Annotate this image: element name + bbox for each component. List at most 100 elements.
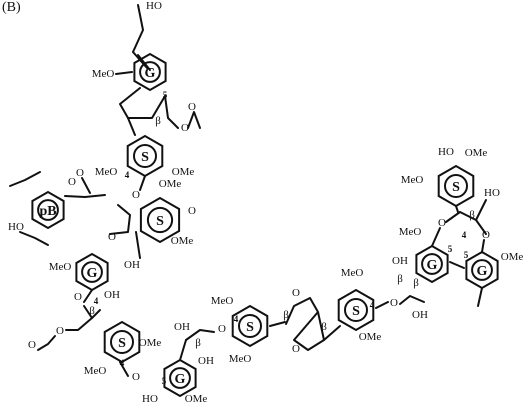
oxygen-label: O <box>181 122 189 134</box>
methoxy-label: MeO <box>84 365 107 377</box>
central-s-ring <box>231 304 269 348</box>
panel-label: (B) <box>2 0 21 15</box>
right-g-right-ring-aromatic <box>471 259 493 281</box>
bond <box>135 231 141 259</box>
methoxy-label: OMe <box>185 393 208 405</box>
methoxy-label: MeO <box>49 261 72 273</box>
oxygen-label: O <box>132 189 140 201</box>
right-s-ring <box>337 288 375 332</box>
right-s-ring-aromatic <box>344 298 368 322</box>
methoxy-label: OMe <box>159 178 182 190</box>
beta-label: β <box>413 277 419 289</box>
bottom-g-ring <box>163 358 197 398</box>
position-label: 5 <box>464 250 469 260</box>
bottom-g-unit-label: G <box>175 372 186 387</box>
bond <box>64 194 106 198</box>
bond <box>323 325 341 341</box>
lower-left-s-ring <box>103 320 141 364</box>
oxygen-label: O <box>218 323 226 335</box>
beta-label: β <box>195 337 201 349</box>
bond <box>431 227 441 247</box>
bond <box>187 111 201 129</box>
middle-g-ring-aromatic <box>81 261 103 283</box>
oxygen-label: O <box>292 287 300 299</box>
quinone-s-ring <box>139 196 181 244</box>
quinone-s-ring-aromatic <box>146 206 174 234</box>
central-s-unit-label: S <box>246 320 254 335</box>
oxygen-label: O <box>390 297 398 309</box>
bond <box>185 329 215 341</box>
methoxy-label: OMe <box>171 235 194 247</box>
central-s-ring-aromatic <box>238 314 262 338</box>
top-g-unit-label: G <box>145 66 156 81</box>
position-label: 4 <box>94 296 99 306</box>
position-label: 5 <box>162 376 167 386</box>
right-s-unit-label: S <box>352 304 360 319</box>
bottom-g-ring-aromatic <box>169 367 191 389</box>
bond <box>9 171 41 187</box>
position-label: 4 <box>120 358 125 368</box>
hydroxyl-label: HO <box>142 393 158 405</box>
bond <box>455 205 459 213</box>
hydroxyl-label: OH <box>198 355 214 367</box>
upper-s-ring-aromatic <box>133 144 157 168</box>
right-g-left-ring-aromatic <box>421 253 443 275</box>
top-g-ring <box>133 52 167 92</box>
bond <box>83 289 93 303</box>
bond <box>449 261 465 269</box>
methoxy-label: OMe <box>172 166 195 178</box>
bond <box>269 321 286 327</box>
hydroxyl-label: OH <box>174 321 190 333</box>
bond <box>109 204 131 235</box>
hydroxyl-label: HO <box>8 221 24 233</box>
lower-left-s-ring-aromatic <box>110 330 134 354</box>
position-label: 5 <box>163 90 168 100</box>
beta-label: β <box>155 115 161 127</box>
oxygen-label: O <box>108 231 116 243</box>
middle-g-unit-label: G <box>87 266 98 281</box>
position-label: 4 <box>125 170 130 180</box>
top-right-s-ring-aromatic <box>444 174 468 198</box>
hydroxyl-label: HO <box>484 187 500 199</box>
position-label: 4 <box>234 314 239 324</box>
bond <box>119 361 129 377</box>
beta-label: β <box>469 209 475 221</box>
pb-ring-aromatic <box>37 199 59 221</box>
beta-label: β <box>283 309 289 321</box>
bond <box>481 239 485 253</box>
bond <box>139 175 146 191</box>
beta-label: β <box>89 305 95 317</box>
bond <box>285 297 325 351</box>
oxygen-label: O <box>56 325 64 337</box>
position-label: 4 <box>462 230 467 240</box>
hydroxyl-label: OH <box>124 259 140 271</box>
bond <box>137 54 151 71</box>
methoxy-label: MeO <box>399 226 422 238</box>
bond <box>115 71 133 75</box>
oxygen-label: O <box>438 217 446 229</box>
oxygen-label: O <box>482 229 490 241</box>
bond <box>81 177 91 194</box>
methoxy-label: OMe <box>359 331 382 343</box>
right-g-left-unit-label: G <box>427 258 438 273</box>
position-label: 5 <box>448 244 453 254</box>
bond <box>65 317 93 331</box>
hydroxyl-label: OH <box>104 289 120 301</box>
bond <box>132 4 144 53</box>
oxygen-label: O <box>132 371 140 383</box>
methoxy-label: MeO <box>92 68 115 80</box>
hydroxyl-label: OH <box>392 255 408 267</box>
bond <box>375 301 389 309</box>
methoxy-label: OMe <box>501 251 524 263</box>
bond <box>119 87 166 119</box>
methoxy-label: MeO <box>229 353 252 365</box>
hydroxyl-label: OH <box>412 309 428 321</box>
oxygen-label: O <box>188 205 196 217</box>
bond <box>445 211 487 235</box>
beta-label: β <box>397 273 403 285</box>
hydroxyl-label: HO <box>146 0 162 12</box>
bond <box>475 199 487 221</box>
top-g-ring-aromatic <box>139 61 161 83</box>
